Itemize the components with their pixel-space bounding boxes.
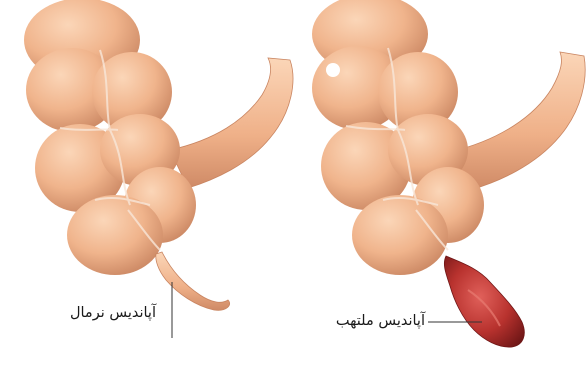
inflamed-colon — [312, 0, 585, 347]
inflamed-ileum — [450, 52, 585, 190]
normal-colon — [24, 0, 293, 310]
inflamed-appendix — [444, 256, 524, 347]
highlight-spot — [326, 63, 340, 77]
inflamed-appendix-label: آپاندیس ملتهب — [336, 314, 425, 329]
normal-cecum — [67, 195, 163, 275]
normal-appendix-label: آپاندیس نرمال — [70, 306, 156, 321]
inflamed-cecum — [352, 195, 448, 275]
normal-appendix — [156, 252, 230, 310]
normal-ileum — [170, 58, 293, 188]
